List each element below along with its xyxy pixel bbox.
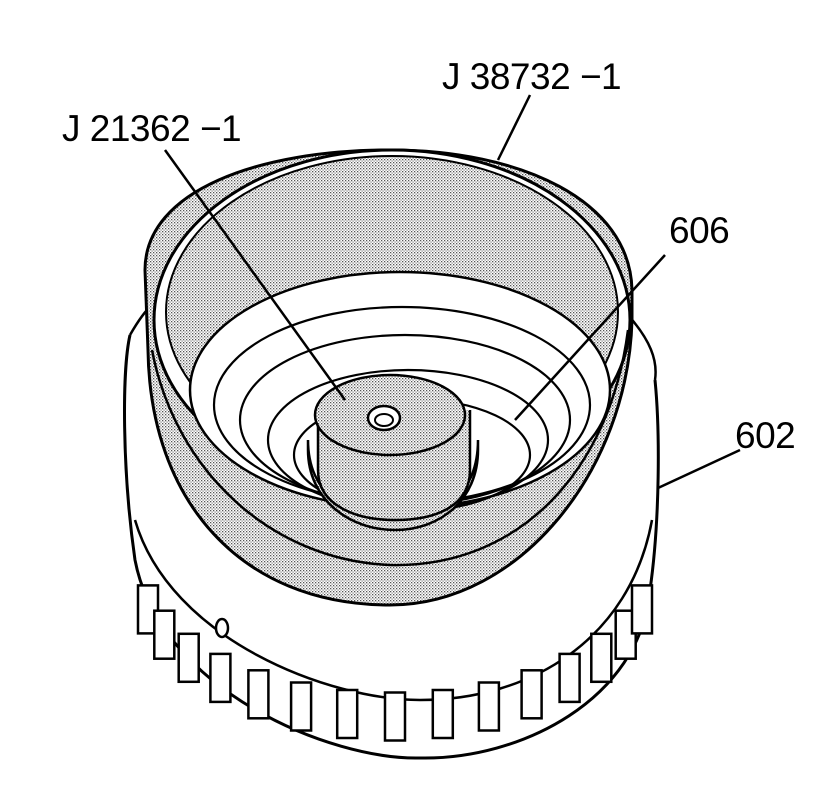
center-tool-j21362 (306, 373, 480, 532)
tool-ring-lower-edge (150, 329, 630, 567)
housing-right-rim (627, 314, 657, 381)
spline-tooth (177, 632, 200, 684)
spline-tooth (590, 632, 613, 684)
housing-hole (214, 617, 230, 639)
spline-tooth (520, 669, 543, 720)
callout-606: 606 (669, 210, 730, 251)
spline-tooth (289, 681, 313, 732)
spline-tooth (431, 688, 455, 740)
spline-tooth (630, 584, 654, 635)
spline-tooth (335, 688, 359, 740)
spline-tooth (136, 584, 160, 635)
housing-spline-teeth (136, 584, 654, 742)
spline-tooth (614, 609, 637, 660)
callout-j38732: J 38732 −1 (442, 56, 622, 97)
spline-tooth (383, 691, 407, 742)
leader-lines (163, 94, 741, 490)
housing-outer-wall (123, 334, 660, 760)
spline-tooth (209, 652, 232, 704)
center-tool-bore-inner (374, 413, 394, 427)
leader-j38732 (496, 94, 532, 161)
callout-602: 602 (735, 415, 796, 456)
leader-602 (657, 448, 741, 490)
spline-tooth (153, 609, 176, 660)
leader-j21362 (163, 149, 347, 401)
housing-lower-rim (133, 519, 654, 702)
callout-j21362: J 21362 −1 (62, 108, 242, 149)
spline-tooth (477, 681, 501, 732)
leader-606 (514, 254, 666, 421)
spline-tooth (247, 669, 270, 720)
spline-tooth (558, 652, 581, 704)
